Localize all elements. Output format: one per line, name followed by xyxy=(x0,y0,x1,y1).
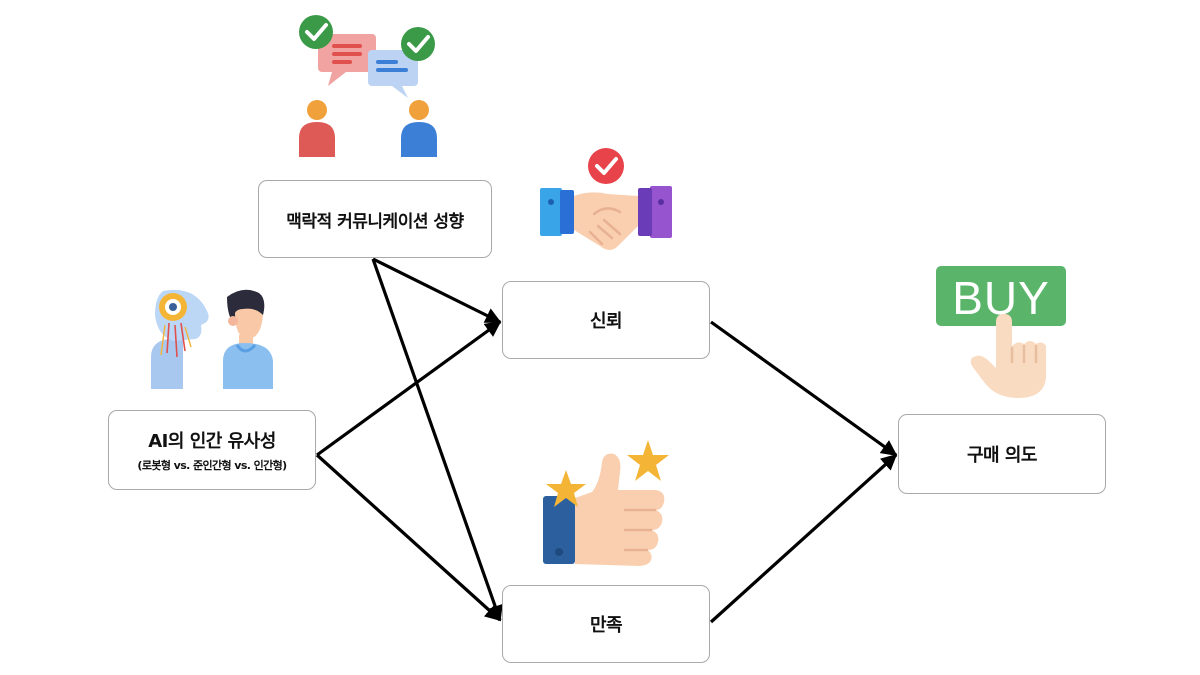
trust-label: 신뢰 xyxy=(589,311,623,332)
people-chat-icon xyxy=(299,15,437,157)
context-communication-label: 맥락적 커뮤니케이션 성향 xyxy=(286,211,464,232)
arrow-trust-to-buy xyxy=(710,320,898,457)
handshake-icon xyxy=(540,148,672,250)
arrow-context-to-trust xyxy=(372,257,502,324)
arrow-context-to-satisfaction xyxy=(371,258,503,622)
robot-human-icon xyxy=(151,289,273,389)
arrow-satisfaction-to-buy xyxy=(709,453,898,624)
ai-similarity-sublabel: (로봇형 vs. 준인간형 vs. 인간형) xyxy=(137,459,287,472)
purchase-intention-node: 구매 의도 xyxy=(898,414,1106,494)
satisfaction-label: 만족 xyxy=(589,615,623,636)
trust-node: 신뢰 xyxy=(502,281,710,359)
thumbs-up-stars-icon xyxy=(543,440,669,566)
arrow-ai-to-satisfaction xyxy=(315,453,502,622)
purchase-intention-label: 구매 의도 xyxy=(966,445,1038,466)
arrow-ai-to-trust xyxy=(316,320,502,457)
buy-sign-icon: BUY xyxy=(936,266,1066,398)
ai-similarity-node: AI의 인간 유사성 (로봇형 vs. 준인간형 vs. 인간형) xyxy=(108,410,316,490)
satisfaction-node: 만족 xyxy=(502,585,710,663)
context-communication-node: 맥락적 커뮤니케이션 성향 xyxy=(258,180,492,258)
ai-similarity-label: AI의 인간 유사성 xyxy=(148,431,276,452)
